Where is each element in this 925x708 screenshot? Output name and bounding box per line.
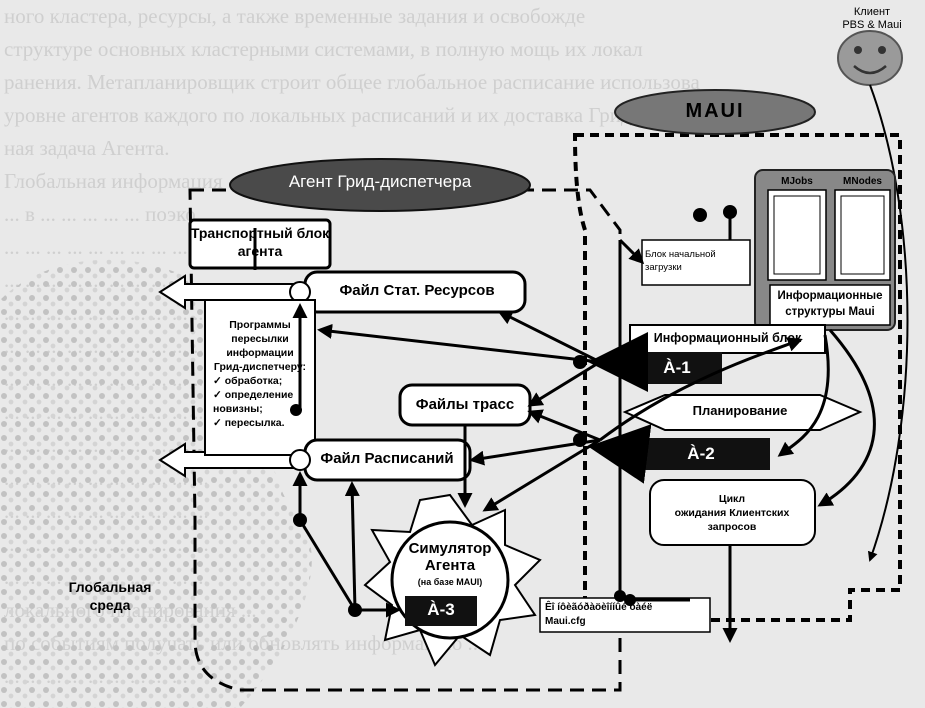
client-wait-cycle-box <box>649 479 816 546</box>
a3-box <box>405 596 477 626</box>
planning-band <box>622 394 863 431</box>
planning-label: Планирование <box>692 403 788 418</box>
programs-label: Программы пересылки информации Грид-дисп… <box>213 319 307 429</box>
background-text-line: ... в ... ... ... ... ... поэко <box>4 202 196 226</box>
transport-block-box <box>188 218 332 270</box>
background-text-line: ного кластера, ресурсы, а также временны… <box>4 4 586 28</box>
client-label: Клиент PBS & Maui <box>842 6 902 31</box>
background-text-line: ранения. Метапланировщик строит общее гл… <box>4 70 700 94</box>
maui-ellipse <box>614 89 816 135</box>
agent-ellipse <box>229 158 531 212</box>
config-file-label: Êî íôèãóðàöèîííûé ôàéë Maui.cfg <box>545 602 653 627</box>
agent-title: Агент Грид-диспетчера <box>288 172 472 191</box>
client-face <box>837 30 903 86</box>
startup-block-label: Блок начальной загрузки <box>645 249 716 273</box>
global-environment-label: Глобальная среда <box>68 579 152 613</box>
client-link <box>867 84 909 562</box>
transport-block-label: Транспортный блок агента <box>190 225 330 259</box>
background-text-line: структуре основных кластерными системами… <box>4 37 643 61</box>
mnodes-label: MNodes <box>843 176 882 187</box>
a1-label: À-1 <box>663 358 691 377</box>
maui-region-border <box>572 133 902 622</box>
simulator-label: Симулятор Агента (на базе MAUI) <box>408 540 492 587</box>
agent-region-border <box>188 188 622 692</box>
a2-box <box>632 438 770 470</box>
info-structures-label: Информационные структуры Maui <box>777 290 883 318</box>
config-file-box <box>539 597 711 633</box>
a3-label: À-3 <box>427 600 455 619</box>
background-text-line: уровне агентов каждого по локальных расп… <box>4 103 700 127</box>
background-text-line: ная задача Агента. <box>4 136 170 160</box>
a2-label: À-2 <box>687 444 715 463</box>
junction-dots <box>290 205 737 617</box>
traces-file-label: Файлы трасс <box>415 396 515 413</box>
stat-file-label: Файл Стат. Ресурсов <box>339 282 495 299</box>
a2-output-arrow <box>588 424 652 484</box>
info-block-label: Информационный блок <box>653 331 802 345</box>
programs-box <box>204 299 316 456</box>
maui-title: MAUI <box>685 100 745 122</box>
mjobs-label: MJobs <box>781 176 813 187</box>
client-wait-cycle-label: Цикл ожидания Клиентских запросов <box>674 493 790 533</box>
schedules-file-label: Файл Расписаний <box>320 450 454 467</box>
